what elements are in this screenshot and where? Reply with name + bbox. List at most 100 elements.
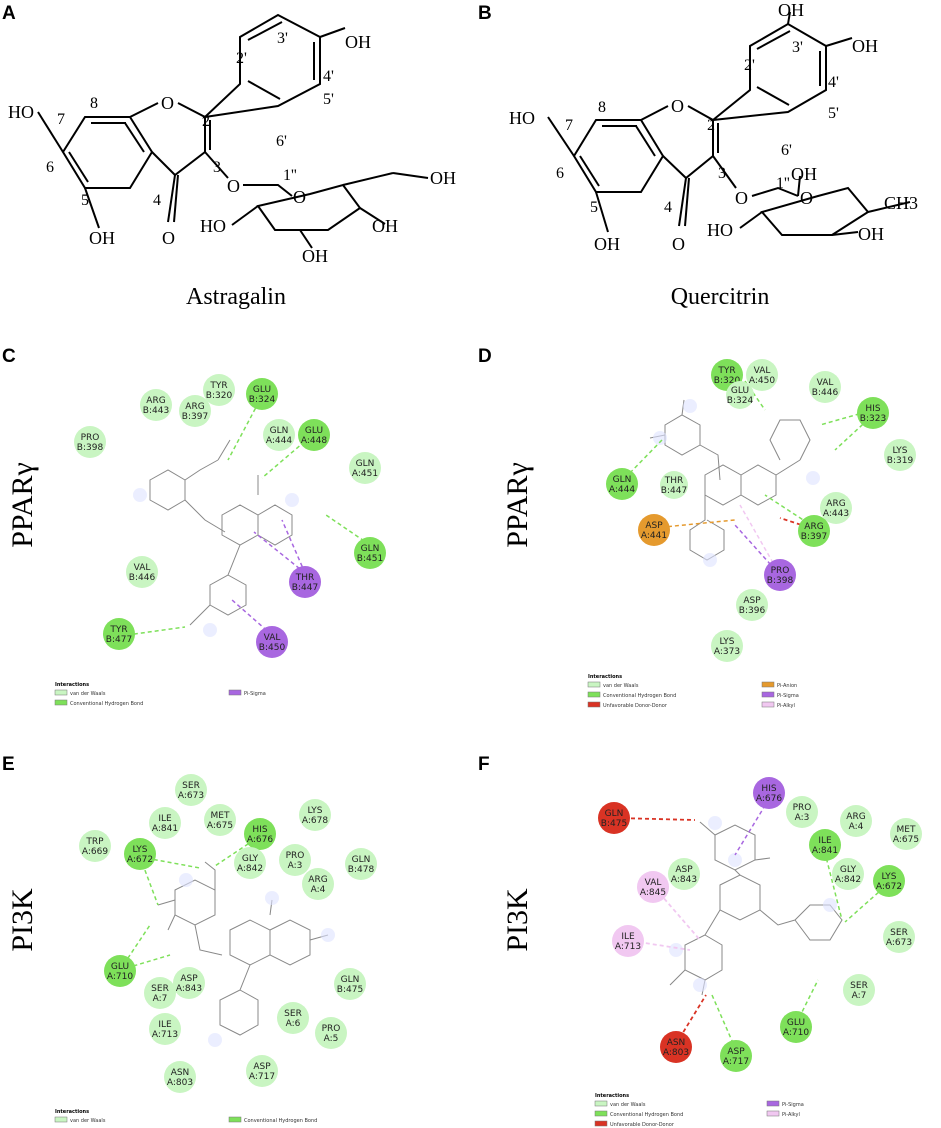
atom-label: O	[293, 187, 306, 207]
atom-number: 2	[707, 117, 715, 134]
svg-text:A:3: A:3	[288, 861, 303, 871]
svg-text:VAL: VAL	[264, 633, 281, 643]
svg-text:GLY: GLY	[840, 865, 857, 875]
atom-label: O	[671, 96, 684, 116]
atom-number: 3'	[277, 30, 288, 47]
panel-label-f: F	[478, 754, 490, 775]
svg-text:B:446: B:446	[129, 573, 156, 583]
atom-number: 5'	[828, 105, 839, 122]
svg-text:PRO: PRO	[322, 1024, 341, 1034]
atom-label: OH	[778, 0, 804, 20]
atom-number: 3'	[792, 39, 803, 56]
svg-text:Pi-Anion: Pi-Anion	[777, 683, 797, 689]
svg-text:SER: SER	[890, 928, 908, 938]
svg-text:GLN: GLN	[270, 426, 289, 436]
svg-text:THR: THR	[664, 476, 684, 486]
svg-text:VAL: VAL	[134, 563, 151, 573]
atom-number: 4'	[828, 74, 839, 91]
svg-text:B:477: B:477	[106, 635, 132, 645]
svg-text:TYR: TYR	[109, 625, 127, 635]
svg-text:Conventional Hydrogen Bond: Conventional Hydrogen Bond	[70, 701, 143, 707]
svg-text:A:717: A:717	[723, 1057, 749, 1067]
svg-text:ILE: ILE	[158, 1020, 172, 1030]
atom-number: 5'	[323, 91, 334, 108]
svg-text:TRP: TRP	[85, 837, 104, 847]
svg-text:Pi-Alkyl: Pi-Alkyl	[782, 1112, 800, 1118]
svg-text:Interactions: Interactions	[588, 674, 622, 680]
svg-text:A:4: A:4	[311, 885, 326, 895]
svg-text:Interactions: Interactions	[55, 1109, 89, 1115]
panel-label-e: E	[2, 754, 15, 775]
atom-number: 5	[81, 192, 89, 209]
compound-name-astragalin: Astragalin	[186, 284, 286, 310]
atom-label: O	[161, 93, 174, 113]
atom-label: O	[672, 234, 685, 254]
svg-text:LYS: LYS	[892, 446, 907, 456]
svg-text:A:441: A:441	[641, 531, 667, 541]
legend-e: Interactions van der Waals Conventional …	[54, 1109, 317, 1124]
svg-text:LYS: LYS	[719, 637, 734, 647]
atom-number: 8	[598, 99, 606, 116]
svg-text:LYS: LYS	[881, 872, 896, 882]
atom-number: 2	[202, 113, 210, 130]
target-label-c: PPARγ	[6, 462, 39, 548]
svg-text:B:447: B:447	[292, 583, 318, 593]
svg-text:B:475: B:475	[337, 985, 363, 995]
svg-text:A:845: A:845	[640, 888, 666, 898]
atom-label: O	[227, 176, 240, 196]
svg-text:A:4: A:4	[849, 822, 864, 832]
atom-label: O	[162, 228, 175, 248]
svg-text:A:678: A:678	[302, 816, 328, 826]
svg-text:VAL: VAL	[817, 378, 834, 388]
svg-text:GLU: GLU	[787, 1018, 805, 1028]
svg-text:A:7: A:7	[852, 991, 867, 1001]
atom-label: HO	[509, 108, 535, 128]
atom-number: 2'	[236, 50, 247, 67]
svg-text:ASP: ASP	[253, 1062, 271, 1072]
atom-number: 1''	[776, 175, 790, 192]
svg-text:A:803: A:803	[167, 1078, 193, 1088]
svg-text:GLY: GLY	[242, 854, 259, 864]
svg-text:A:803: A:803	[663, 1048, 689, 1058]
target-label-e: PI3K	[6, 888, 39, 952]
svg-text:GLN: GLN	[361, 544, 380, 554]
svg-text:GLN: GLN	[356, 459, 375, 469]
atom-label: OH	[372, 216, 398, 236]
svg-text:A:444: A:444	[266, 436, 292, 446]
svg-text:PRO: PRO	[771, 566, 790, 576]
svg-text:A:843: A:843	[176, 984, 202, 994]
svg-text:van der Waals: van der Waals	[70, 1118, 106, 1124]
atom-number: 6'	[781, 142, 792, 159]
quercitrin-structure	[547, 11, 911, 236]
panel-label-a: A	[2, 3, 16, 24]
atom-label: O	[800, 188, 813, 208]
target-label-f: PI3K	[501, 888, 534, 952]
svg-text:Pi-Sigma: Pi-Sigma	[244, 691, 266, 697]
